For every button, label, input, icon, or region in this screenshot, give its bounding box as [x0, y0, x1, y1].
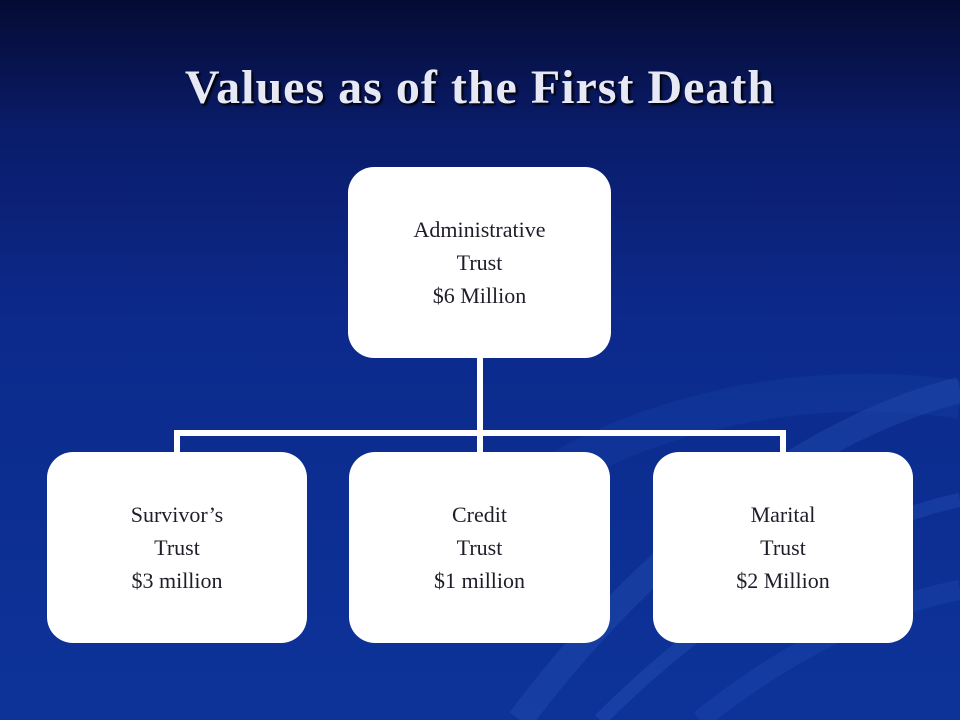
slide-title: Values as of the First Death [184, 61, 776, 114]
node-marital-trust: Marital Trust $2 Million [653, 452, 913, 643]
node-label-line-2: Trust [760, 535, 806, 560]
node-label-line-1: Credit [452, 502, 507, 527]
node-credit-trust: Credit Trust $1 million [349, 452, 610, 643]
node-label-line-2: Trust [456, 535, 503, 560]
connector-root-stem [477, 358, 483, 434]
connector-child-3-stem [780, 430, 786, 454]
node-label-line-1: Administrative [413, 217, 546, 242]
node-label-line-1: Survivor’s [130, 502, 224, 527]
node-label-line-2: Trust [154, 535, 200, 560]
node-label-line-1: Marital [750, 502, 816, 527]
node-survivors-trust: Survivor’s Trust $3 million [47, 452, 307, 643]
node-value: $2 Million [736, 568, 830, 593]
node-label-line-2: Trust [456, 250, 503, 275]
node-administrative-trust: Administrative Trust $6 Million [348, 167, 611, 358]
node-value: $6 Million [432, 283, 527, 308]
node-value: $1 million [433, 568, 526, 593]
connector-child-2-stem [477, 430, 483, 454]
node-value: $3 million [131, 568, 223, 593]
connector-child-1-stem [174, 430, 180, 454]
